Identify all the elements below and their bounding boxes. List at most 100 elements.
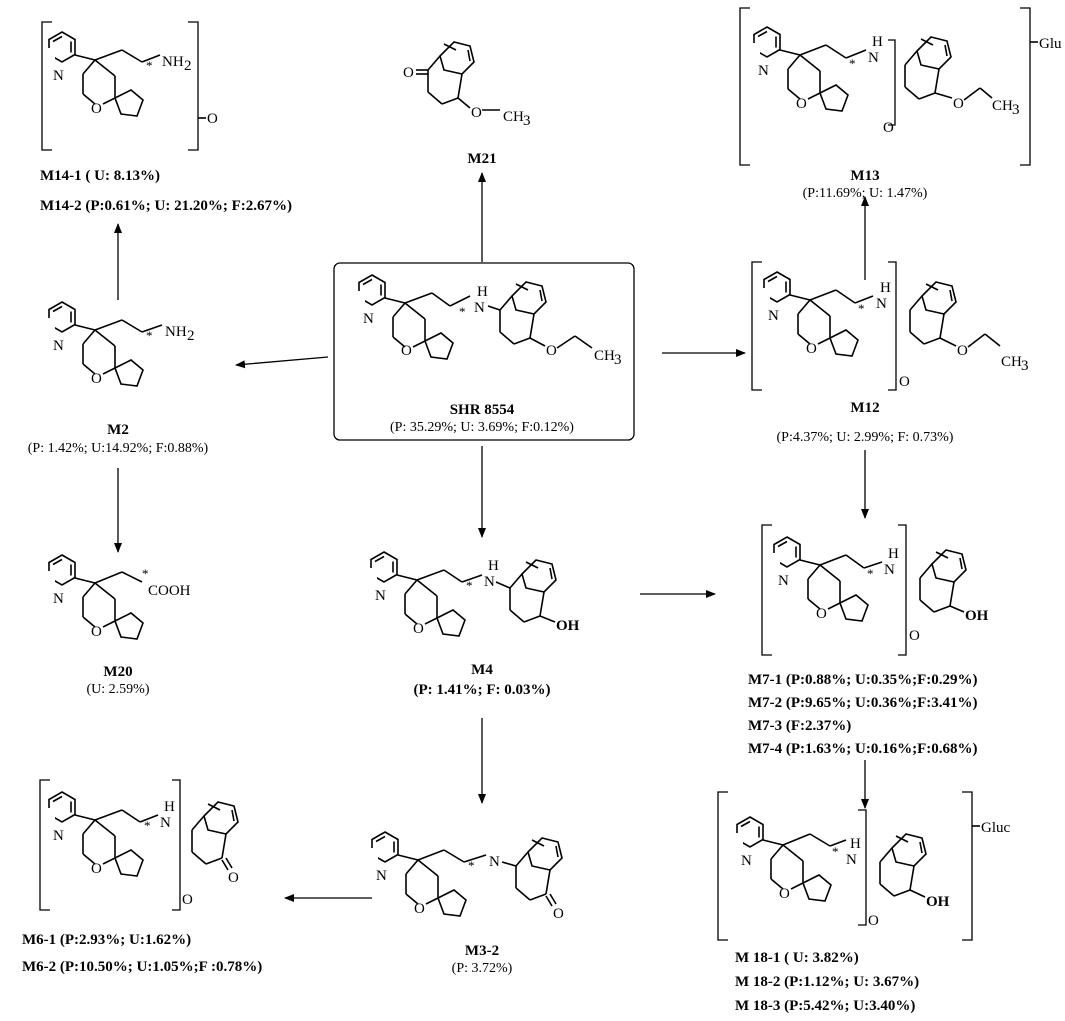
m18-line3: M 18-3 (P:5.42%; U:3.40%) (735, 998, 915, 1014)
m21-name: M21 (467, 151, 496, 167)
pyridine-n: N (53, 338, 64, 354)
methyl-ch: CH (1001, 354, 1022, 370)
methyl-ch: CH (594, 348, 615, 364)
nh2: NH (162, 54, 184, 70)
compound-m20: N O * COOH M20 (U: 2.59%) (43, 555, 191, 697)
m20-detail: (U: 2.59%) (87, 682, 150, 697)
pyridine-n: N (376, 868, 387, 884)
m13-name: M13 (850, 168, 879, 184)
m3-detail: (P: 3.72%) (452, 961, 513, 976)
nh2-sub: 2 (184, 58, 192, 74)
amine-h: H (888, 546, 899, 562)
m4-name: M4 (471, 662, 493, 678)
amine-n: N (484, 574, 495, 590)
amine-n: N (868, 50, 879, 66)
stereo-star: * (468, 858, 475, 873)
ether-o: O (471, 105, 482, 121)
m3-name: M3-2 (465, 943, 499, 959)
ether-o: O (953, 96, 964, 112)
methyl-3: 3 (1012, 102, 1020, 118)
pyran-o: O (806, 341, 817, 357)
pyran-o: O (816, 606, 827, 622)
compound-m4: N O * N H OH M4 (P: 1.41%; F: 0.03%) (365, 552, 580, 698)
pyridine-n: N (53, 828, 64, 844)
n-oxide: O (909, 628, 920, 644)
m4-detail: (P: 1.41%; F: 0.03%) (413, 682, 550, 698)
m7-line3: M7-3 (F:2.37%) (748, 718, 851, 734)
stereo-star: * (849, 56, 856, 71)
hydroxyl: OH (965, 608, 989, 624)
m20-name: M20 (103, 664, 132, 680)
amine-n: N (160, 815, 171, 831)
n-oxide: O (883, 120, 894, 136)
compound-m13: N O * N H O O CH 3 Glu M13 (P:11.69%; U:… (739, 7, 1062, 201)
amine-h: H (880, 280, 891, 296)
m2-name: M2 (107, 422, 129, 438)
pyran-o: O (91, 101, 102, 117)
hydroxyl: OH (926, 894, 950, 910)
pyridine-n: N (53, 68, 64, 84)
n-oxide: O (868, 913, 879, 929)
hydroxyl: OH (556, 618, 580, 634)
m6-line2: M6-2 (P:10.50%; U:1.05%;F :0.78%) (22, 959, 262, 975)
compound-m14: N O * NH 2 O M14-1 ( U: 8.13%) M14-2 (P:… (40, 21, 292, 214)
m2-detail: (P: 1.42%; U:14.92%; F:0.88%) (28, 441, 209, 456)
stereo-star: * (146, 58, 153, 73)
m12-detail: (P:4.37%; U: 2.99%; F: 0.73%) (777, 430, 954, 445)
ether-o: O (546, 343, 557, 359)
pyridine-n: N (758, 63, 769, 79)
pyridine-n: N (741, 853, 752, 869)
stereo-star: * (142, 566, 149, 581)
ketone-o: O (403, 65, 414, 81)
nh2-sub: 2 (187, 328, 195, 344)
methyl-3: 3 (1021, 358, 1029, 374)
m14-line2: M14-2 (P:0.61%; U: 21.20%; F:2.67%) (40, 198, 292, 214)
pyran-o: O (401, 343, 412, 359)
m18-line2: M 18-2 (P:1.12%; U: 3.67%) (735, 974, 919, 990)
carboxyl: COOH (148, 583, 191, 599)
stereo-star: * (146, 328, 153, 343)
compound-m18: N O * N H O OH Gluc M 18-1 ( U: 3.82%) M… (717, 791, 1011, 1014)
m7-line4: M7-4 (P:1.63%; U:0.16%;F:0.68%) (748, 741, 978, 757)
pyridine-n: N (363, 311, 374, 327)
amine-h: H (164, 799, 175, 815)
shr-detail: (P: 35.29%; U: 3.69%; F:0.12%) (390, 420, 574, 435)
ether-o: O (957, 343, 968, 359)
m12-name: M12 (850, 400, 879, 416)
amine-h: H (850, 836, 861, 852)
pyran-o: O (91, 371, 102, 387)
stereo-star: * (466, 578, 473, 593)
m7-line1: M7-1 (P:0.88%; U:0.35%;F:0.29%) (748, 672, 978, 688)
ketone-o: O (228, 870, 239, 886)
n-oxide: O (182, 892, 193, 908)
pyran-o: O (779, 886, 790, 902)
stereo-star: * (858, 301, 865, 316)
arrow-shr-to-m2 (235, 356, 329, 369)
stereo-star: * (459, 304, 466, 319)
stereo-star: * (144, 818, 151, 833)
m13-detail: (P:11.69%; U: 1.47%) (803, 186, 928, 201)
ketone-o: O (553, 906, 564, 922)
amine-n: N (876, 296, 887, 312)
m6-line1: M6-1 (P:2.93%; U:1.62%) (22, 932, 191, 948)
pyran-o: O (91, 624, 102, 640)
n-oxide: O (899, 374, 910, 390)
shr-name: SHR 8554 (450, 402, 515, 418)
glucuronide-label: Glu (1039, 36, 1062, 52)
compound-m12: N O * N H O O CH 3 M12 (P:4.37%; U: 2.99… (751, 261, 1029, 445)
stereo-star: * (867, 566, 874, 581)
pyran-o: O (413, 621, 424, 637)
glucuronide-label: Gluc (981, 820, 1011, 836)
stereo-star: * (832, 844, 839, 859)
pyran-o: O (796, 96, 807, 112)
amine-h: H (488, 558, 499, 574)
m14-line1: M14-1 ( U: 8.13%) (40, 168, 160, 184)
pyridine-n: N (53, 591, 64, 607)
reaction-arrows (114, 172, 869, 902)
compound-m6: N O * N H O O M6-1 (P:2.93%; U:1.62%) M6… (22, 779, 262, 975)
compound-m7: N O * N H O OH M7-1 (P:0.88%; U:0.35%;F:… (748, 524, 989, 757)
amine-n: N (489, 854, 500, 870)
pyran-o: O (414, 901, 425, 917)
